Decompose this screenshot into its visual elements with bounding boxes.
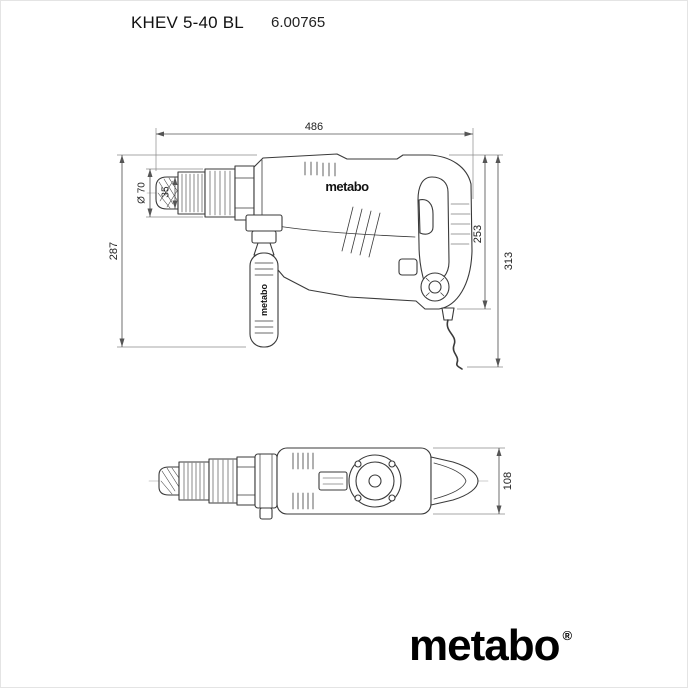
side-handle-ribs-bottom <box>254 320 274 334</box>
handle-grip-ribs <box>450 203 471 245</box>
cord-line <box>446 319 463 370</box>
top-rear-handle <box>430 456 479 506</box>
dim-label-287: 287 <box>108 242 120 260</box>
top-chuck-sleeve-front <box>178 461 210 501</box>
side-handle-metabo-label: metabo <box>259 284 269 317</box>
top-chuck-ribs-front <box>183 462 205 500</box>
chuck-ribbed-sleeve-front <box>177 171 206 215</box>
chuck-ribs-rear <box>209 170 231 216</box>
top-rear-handle-inner <box>433 462 467 500</box>
side-handle-grip <box>249 252 279 348</box>
side-vent-slots <box>341 206 381 258</box>
side-handle-clamp <box>245 214 283 232</box>
dim-label-486: 486 <box>305 121 323 133</box>
body-metabo-label: metabo <box>325 179 369 194</box>
dim-label-253: 253 <box>472 225 484 243</box>
top-bolt-2 <box>388 460 396 468</box>
top-motor-cap-center <box>368 474 382 488</box>
motor-housing: metabo <box>253 153 473 310</box>
power-cord <box>441 307 463 370</box>
order-number: 6.00765 <box>271 14 326 31</box>
top-chuck-ribs-rear <box>212 459 234 503</box>
top-clamp-lines <box>259 453 273 509</box>
chuck-collar <box>234 165 255 221</box>
cord-grommet <box>441 307 455 321</box>
side-handle: metabo <box>245 214 283 348</box>
top-bolt-1 <box>354 460 362 468</box>
top-handle-clamp-ring <box>254 453 278 509</box>
top-view-drawing <box>148 447 490 520</box>
chuck-collar-lines <box>234 177 255 209</box>
motor-cap-ticks <box>425 277 445 297</box>
top-collar-lines <box>236 466 256 496</box>
side-view-drawing: metabo metabo <box>146 153 473 370</box>
top-clamp-bolt <box>259 507 273 520</box>
side-handle-stem <box>253 242 275 256</box>
top-vents <box>292 452 314 510</box>
top-bolt-4 <box>388 494 396 502</box>
registered-mark: ® <box>562 628 573 643</box>
model-name: KHEV 5-40 BL <box>131 13 244 32</box>
top-bolt-3 <box>354 494 362 502</box>
top-vent-slots <box>304 161 336 177</box>
top-label-lines <box>322 477 344 485</box>
dim-label-35: 35 <box>161 186 172 198</box>
top-chuck-collar <box>236 456 256 506</box>
dimension-labels: 486 287 Ø 70 35 253 313 108 <box>108 121 515 490</box>
dim-label-313: 313 <box>503 252 515 270</box>
side-handle-ribs-top <box>254 262 274 276</box>
side-handle-bolt <box>251 230 277 244</box>
dim-label-chuck-diameter: Ø 70 <box>137 182 148 204</box>
motor-cap-center <box>428 280 442 294</box>
witness-lines <box>117 128 505 515</box>
trigger <box>418 199 434 235</box>
chuck-ribs-front <box>181 173 203 213</box>
service-cover <box>398 258 418 276</box>
metabo-logo: metabo® <box>409 621 572 671</box>
top-chuck-nose-hatch <box>160 467 180 495</box>
dimension-lines <box>117 128 505 515</box>
metabo-logo-text: metabo <box>409 621 560 670</box>
top-label-plate <box>318 471 348 491</box>
dim-label-108: 108 <box>502 472 514 490</box>
